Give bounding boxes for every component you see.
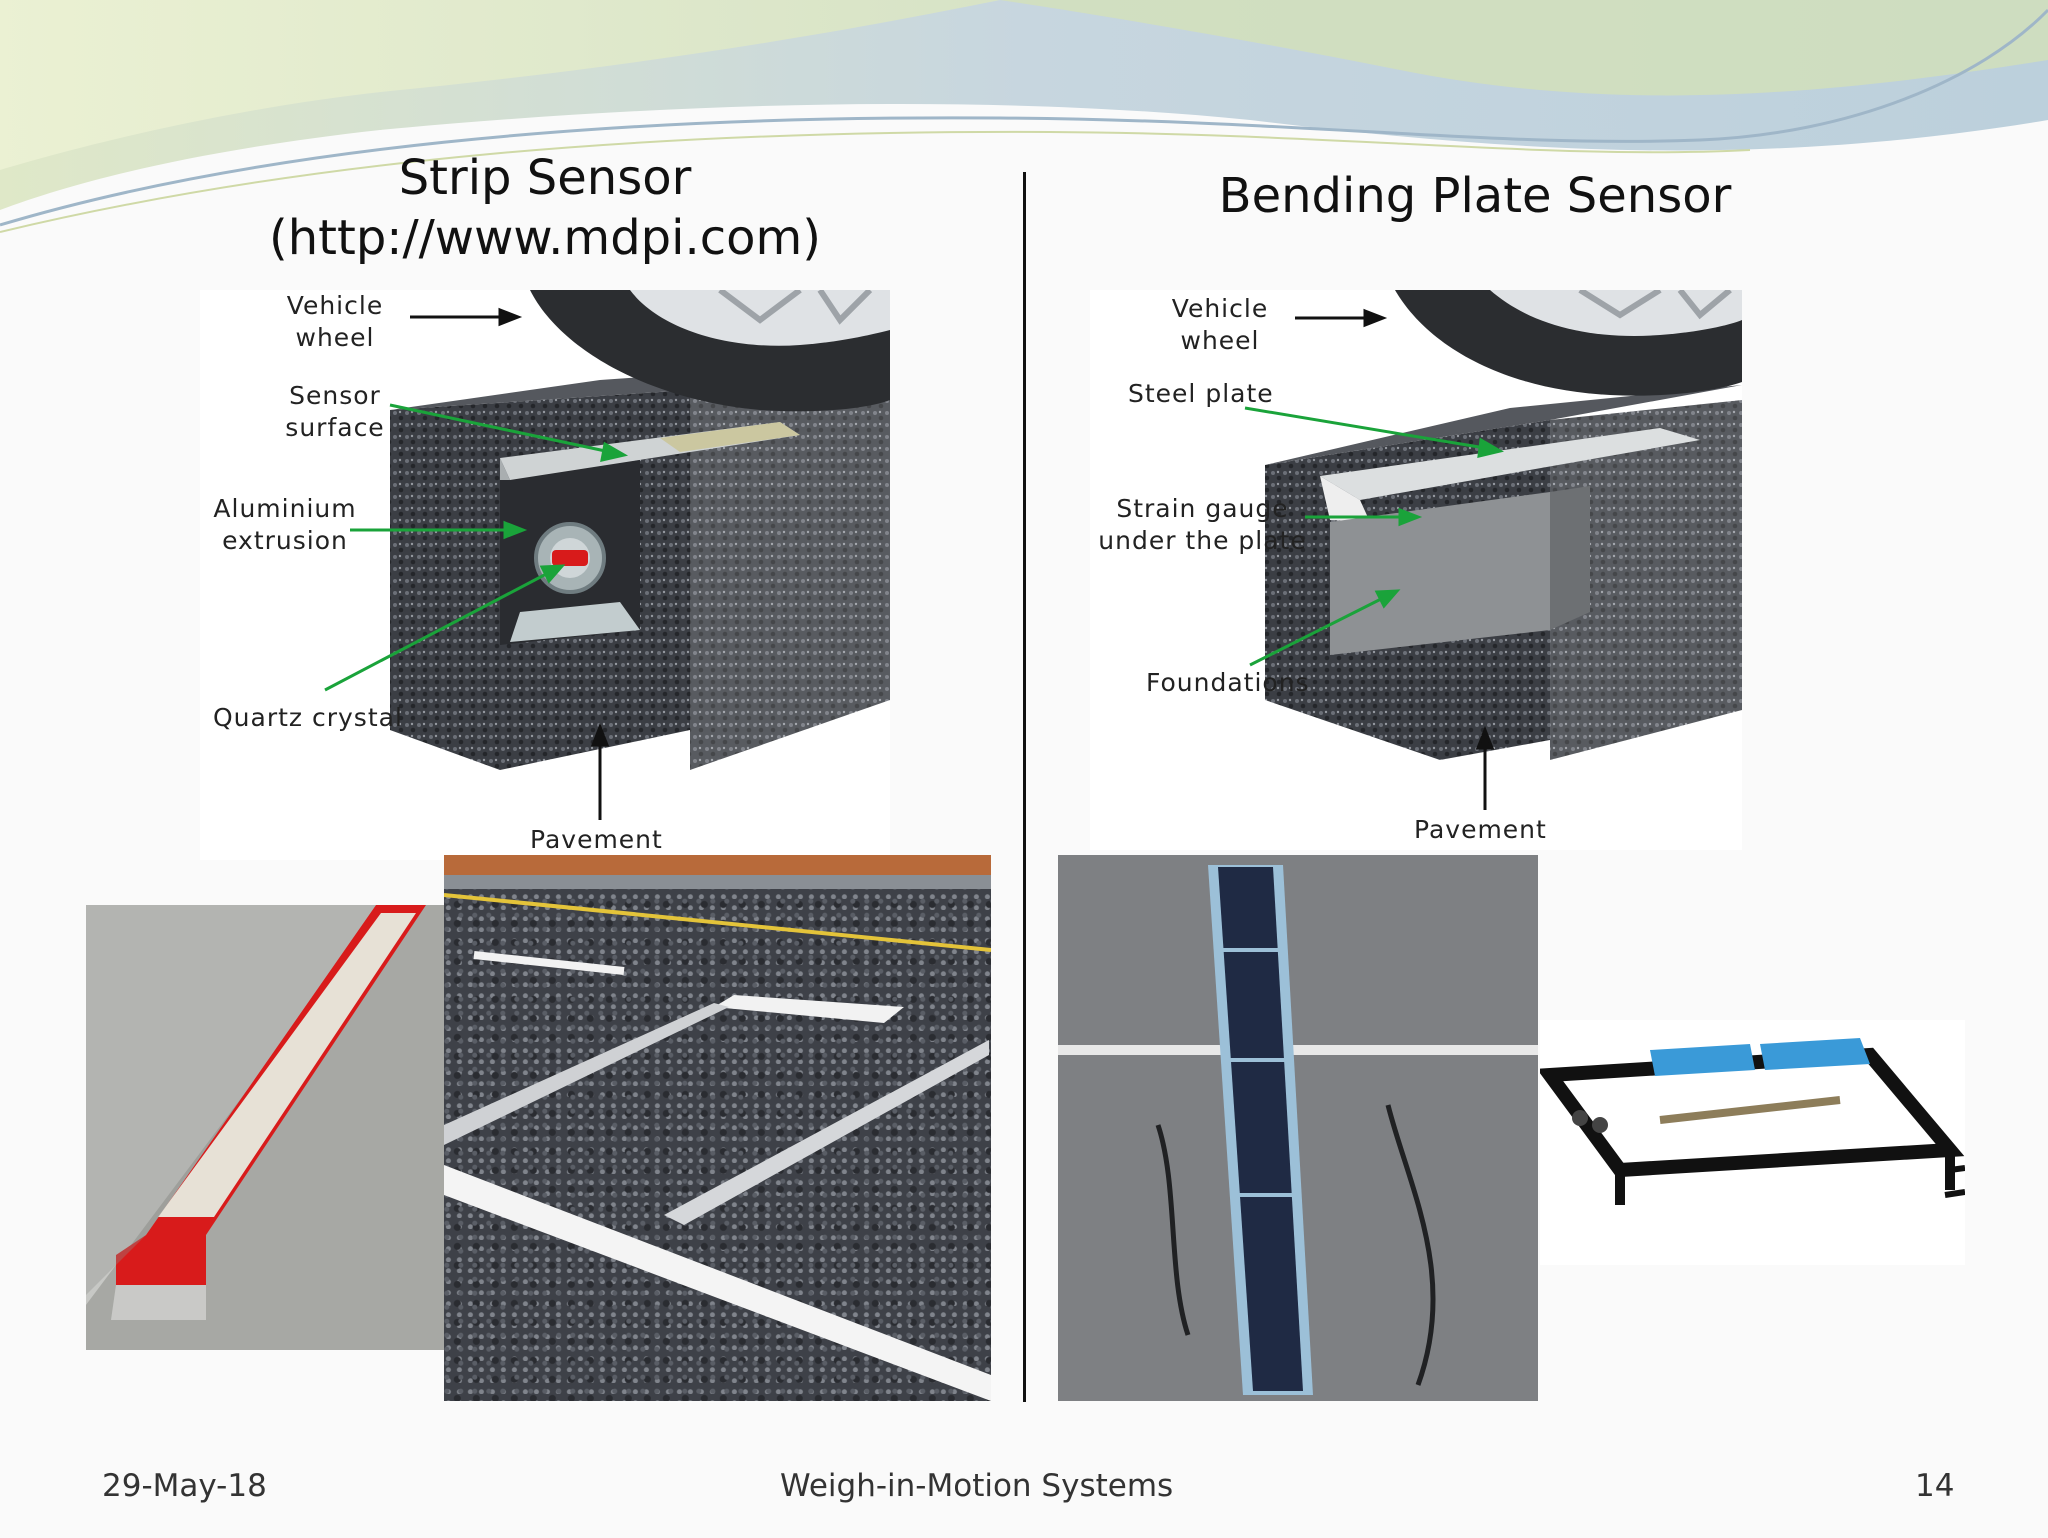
- label-line: surface: [285, 413, 385, 442]
- label-line: wheel: [1180, 326, 1260, 355]
- label-line: wheel: [295, 323, 375, 352]
- label-strain-gauge: Strain gauge under the plate: [1090, 493, 1315, 557]
- frame-photo-image: [1536, 1038, 1966, 1205]
- bending-plate-illustration: [1244, 290, 1742, 810]
- label-pavement-right: Pavement: [1414, 815, 1547, 844]
- label-line: under the plate: [1098, 526, 1307, 555]
- label-line: Vehicle: [1171, 294, 1269, 323]
- road-photo-image: [444, 855, 991, 1401]
- label-aluminium-extrusion: Aluminium extrusion: [205, 493, 365, 557]
- header-wave-decoration: [0, 0, 2048, 240]
- label-line: Aluminium: [213, 494, 357, 523]
- label-pavement-left: Pavement: [530, 825, 663, 854]
- bending-plate-road-photo: [1058, 855, 1538, 1401]
- strip-sensor-photo: [86, 905, 446, 1350]
- label-foundations: Foundations: [1146, 668, 1310, 697]
- label-vehicle-wheel-right: Vehicle wheel: [1155, 293, 1285, 357]
- right-title: Bending Plate Sensor: [1218, 168, 1732, 224]
- strip-sensor-illustration: [324, 290, 890, 820]
- footer-page-number: 14: [1915, 1468, 1955, 1504]
- bending-plate-frame-photo: [1536, 1020, 1966, 1265]
- label-sensor-surface: Sensor surface: [270, 380, 400, 444]
- label-vehicle-wheel-left: Vehicle wheel: [270, 290, 400, 354]
- label-line: extrusion: [222, 526, 348, 555]
- bending-plate-diagram: Vehicle wheel Steel plate Strain gauge u…: [1090, 290, 1742, 850]
- label-steel-plate: Steel plate: [1128, 379, 1274, 408]
- label-quartz-crystal: Quartz crystal: [213, 703, 403, 732]
- label-line: Strain gauge: [1116, 494, 1289, 523]
- left-title: Strip Sensor (http://www.mdpi.com): [240, 148, 850, 268]
- bending-plate-photo-image: [1058, 855, 1538, 1401]
- road-strip-sensors-photo: [444, 855, 991, 1401]
- footer-date: 29-May-18: [102, 1468, 267, 1504]
- column-divider: [1023, 172, 1026, 1402]
- footer-title: Weigh-in-Motion Systems: [780, 1468, 1174, 1504]
- left-title-line2: (http://www.mdpi.com): [269, 210, 821, 266]
- label-line: Sensor: [289, 381, 381, 410]
- label-line: Vehicle: [286, 291, 384, 320]
- strip-sensor-photo-image: [86, 905, 446, 1350]
- left-title-line1: Strip Sensor: [398, 150, 692, 206]
- strip-sensor-diagram: Vehicle wheel Sensor surface Aluminium e…: [200, 290, 890, 860]
